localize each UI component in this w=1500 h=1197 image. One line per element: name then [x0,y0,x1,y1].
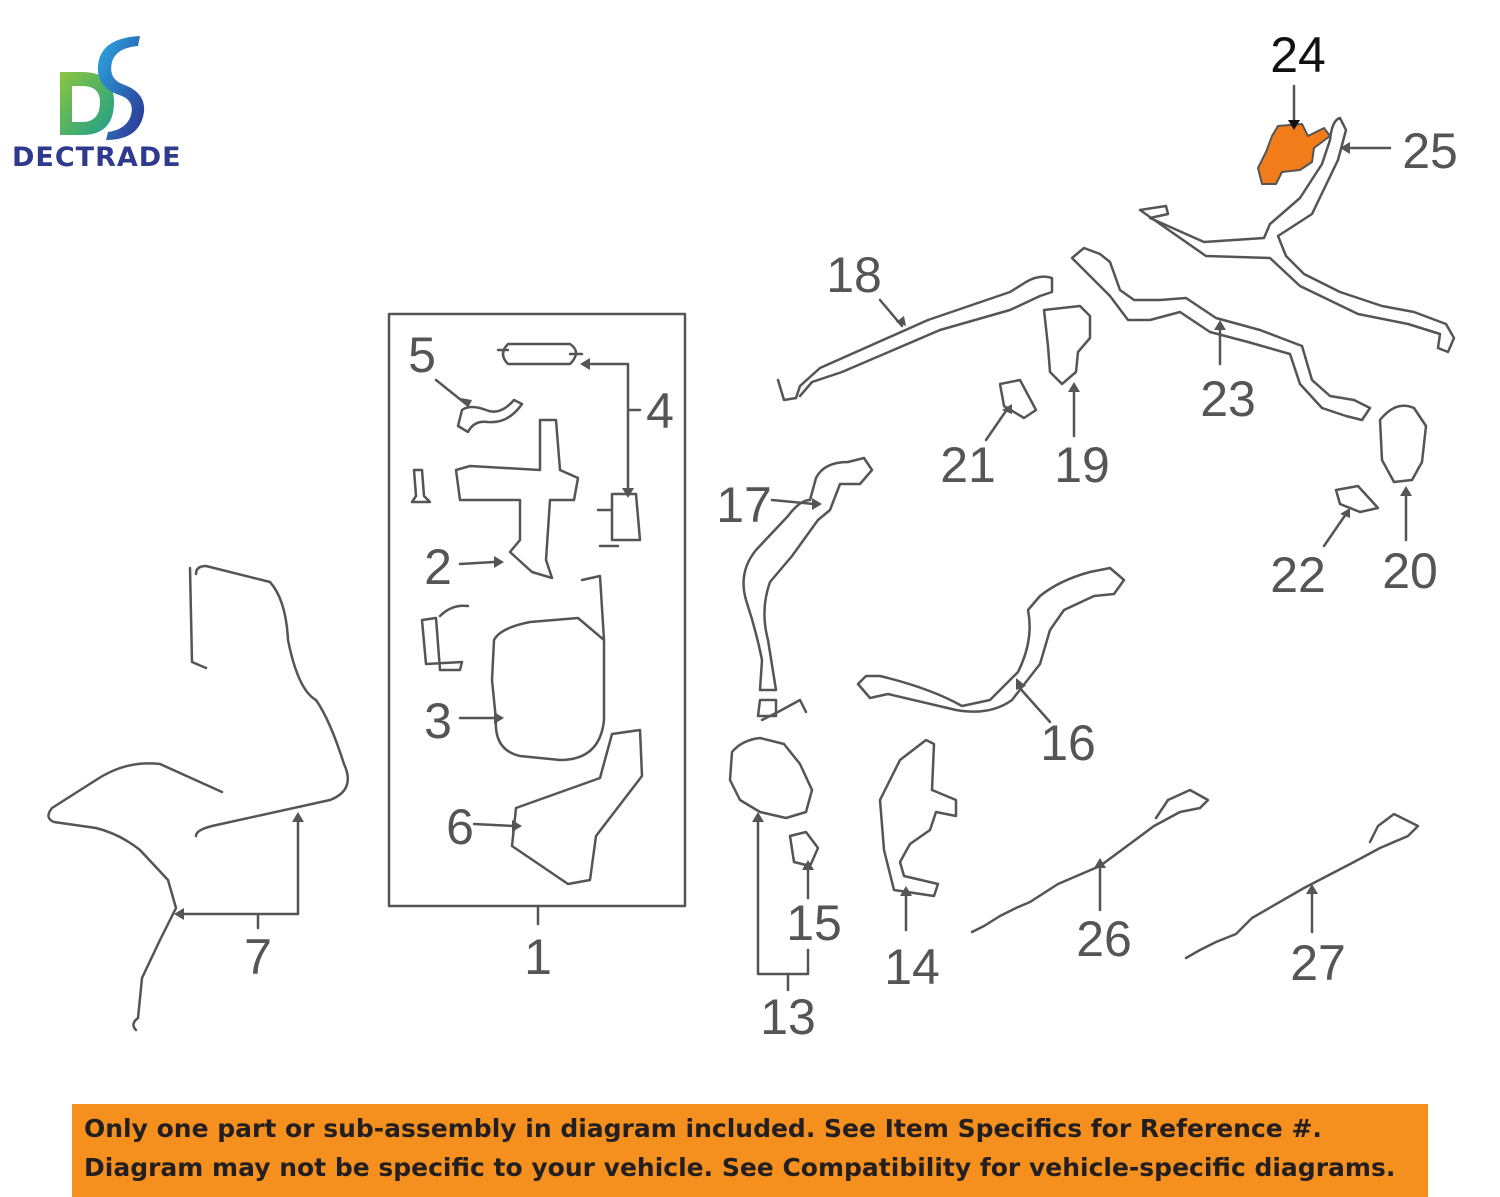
part-2-bracket [454,418,580,580]
arrow-4b [622,488,634,498]
label-21: 21 [940,437,996,493]
label-1: 1 [524,929,552,985]
bolt [410,468,432,504]
arrow-27 [1306,884,1318,894]
label-3: 3 [424,693,452,749]
arrow-22 [1340,508,1350,518]
leader-13 [756,820,810,992]
leader-5 [434,378,468,406]
part-22-gasket [1334,484,1380,514]
arrow-16 [1016,678,1026,690]
leader-6 [472,822,516,828]
part-16-hose [856,566,1126,713]
arrow-7a [292,812,304,822]
label-27: 27 [1290,935,1346,991]
arrow-19 [1068,382,1080,392]
arrow-14 [900,886,912,896]
label-19: 19 [1054,437,1110,493]
arrow-26 [1094,858,1106,868]
disclaimer-line-1: Only one part or sub-assembly in diagram… [84,1114,1322,1143]
label-22: 22 [1270,547,1326,603]
arrow-2 [494,556,504,568]
leader-4 [588,362,642,490]
logo-s-shape [97,36,145,140]
arrow-13 [752,812,764,822]
arrow-15 [802,860,814,870]
leader-22 [1322,512,1348,548]
part-4b-valve [596,492,642,548]
part-20-valve [1378,404,1428,484]
leader-21 [984,406,1010,442]
label-7: 7 [244,929,272,985]
arrowheads [174,120,1412,920]
part-14-bracket [878,738,958,898]
arrow-7b [174,908,184,920]
label-26: 26 [1076,911,1132,967]
arrow-23 [1214,320,1226,330]
arrow-24 [1288,120,1300,130]
part-26-sensor [970,788,1210,934]
arrow-3 [494,712,504,724]
arrow-6 [512,820,522,832]
disclaimer-banner: Only one part or sub-assembly in diagram… [72,1104,1428,1197]
logo-d-shape [60,72,114,135]
arrow-5 [460,398,472,408]
label-6: 6 [446,799,474,855]
label-20: 20 [1382,543,1438,599]
arrow-21 [1002,404,1012,414]
part-5-hose [456,398,524,434]
part-18-pipe [776,275,1054,402]
part-24-valve [1257,123,1331,185]
assembly-1-box [387,312,687,908]
part-6-shield [510,728,644,886]
label-23: 23 [1200,371,1256,427]
part-21-gasket [998,378,1038,420]
label-25: 25 [1402,123,1458,179]
part-23-pipe [1070,246,1372,422]
brand-name: DECTRADE [12,142,182,173]
arrow-20 [1400,486,1412,496]
label-17: 17 [716,477,772,533]
arrow-18 [896,316,906,326]
label-16: 16 [1040,715,1096,771]
part-3-hose [420,604,470,672]
label-4: 4 [646,383,674,439]
leader-7 [182,820,300,930]
part-27-sensor [1184,812,1420,960]
part-17-hose [742,456,874,692]
arrow-25 [1340,142,1350,154]
label-5: 5 [408,327,436,383]
part-25-pipe [1138,116,1456,354]
arrow-17 [812,498,822,510]
label-13: 13 [760,989,816,1045]
label-2: 2 [424,539,452,595]
label-24: 24 [1270,27,1326,83]
label-15: 15 [786,895,842,951]
part-15-plug [788,830,820,868]
part-3-canister [490,574,606,762]
leader-2 [458,560,496,566]
leader-16 [1016,684,1052,724]
leader-17 [770,498,816,506]
arrow-4a [580,358,590,370]
part-13-pump [728,698,814,820]
label-18: 18 [826,247,882,303]
dectrade-logo [60,36,145,140]
part-19-valve [1042,304,1092,386]
disclaimer-line-2: Diagram may not be specific to your vehi… [84,1153,1396,1182]
label-14: 14 [884,939,940,995]
part-4-valve [496,342,584,366]
part-7-line [47,564,349,1032]
